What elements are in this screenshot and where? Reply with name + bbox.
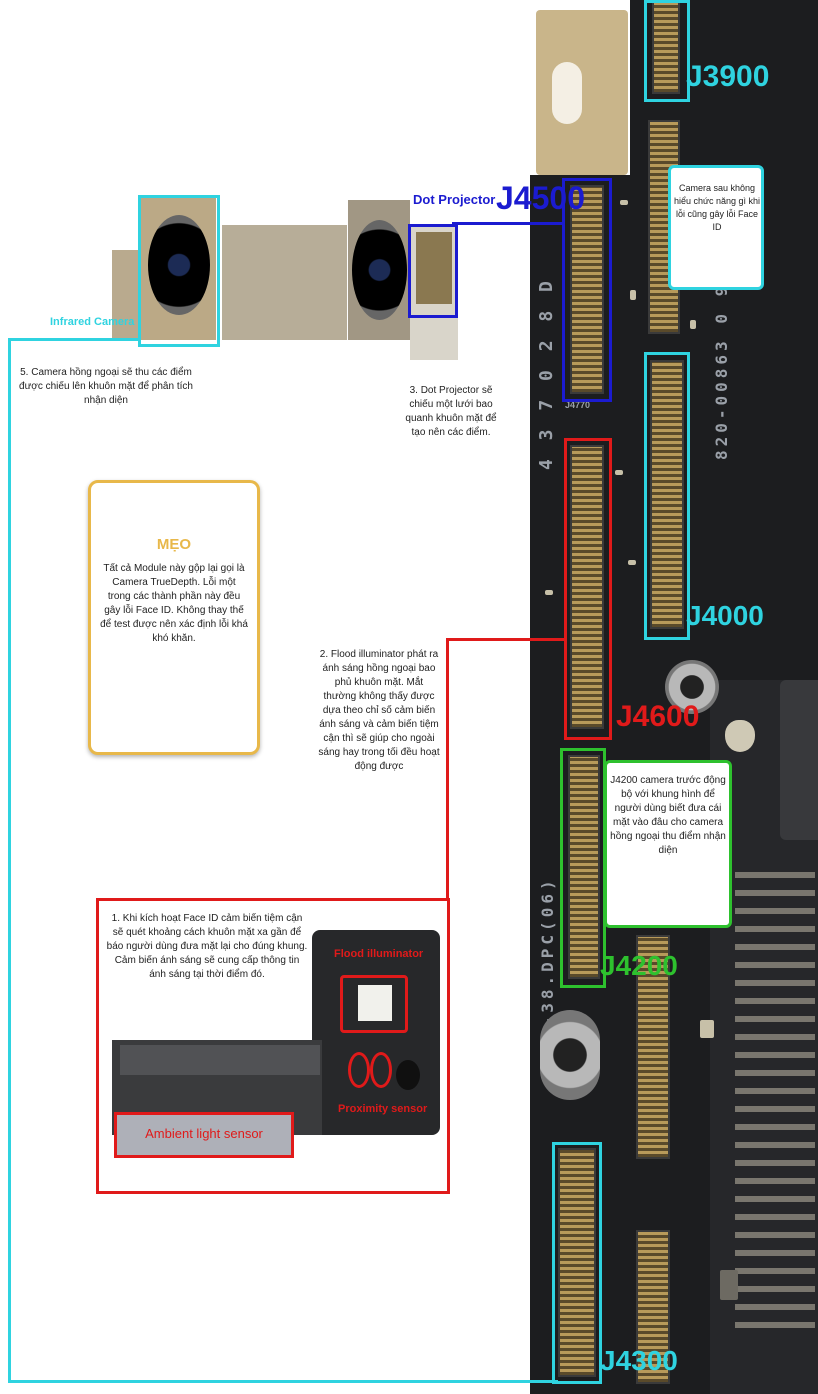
infrared-note: 5. Camera hồng ngoại sẽ thu các điểm đượ… xyxy=(19,367,193,406)
connector-j4500 xyxy=(570,185,604,394)
j4000-highlight xyxy=(644,352,690,640)
connector-extra xyxy=(636,935,670,1159)
label-j4300: J4300 xyxy=(600,1345,678,1376)
dot-projector-lens xyxy=(352,220,407,320)
smd-component xyxy=(630,290,636,300)
sensor-flex-highlight xyxy=(120,1045,320,1075)
flex-plate-left xyxy=(112,250,142,340)
flood-illuminator-note: 2. Flood illuminator phát ra ánh sáng hồ… xyxy=(318,649,440,772)
tip-body: Tất cả Module này gộp lại gọi là Camera … xyxy=(100,563,248,644)
proximity-lens xyxy=(396,1060,420,1090)
dot-projector-note: 3. Dot Projector sẽ chiếu một lưới bao q… xyxy=(405,385,497,438)
infrared-leader-bottom xyxy=(8,1380,558,1383)
silkscreen-main: 4 3 7 0 2 8 D xyxy=(536,277,557,470)
dot-projector-leader xyxy=(452,222,564,225)
label-j3900: J3900 xyxy=(686,60,770,93)
dot-projector-highlight xyxy=(408,224,458,318)
label-ambient-light-sensor: Ambient light sensor xyxy=(145,1126,263,1141)
rear-camera-note-box xyxy=(668,165,764,290)
proximity-ring-right xyxy=(370,1052,392,1088)
smd-component xyxy=(628,560,636,565)
dot-projector-emitter xyxy=(416,232,452,304)
apple-logo-icon xyxy=(725,720,755,752)
label-infrared-camera: Infrared Camera xyxy=(50,316,135,328)
shield-plate xyxy=(780,680,818,840)
rear-camera-note: Camera sau không hiểu chức năng gì khi l… xyxy=(673,183,761,232)
infrared-leader-left xyxy=(8,338,11,1383)
connector-j4000 xyxy=(650,360,684,629)
infrared-camera-lens xyxy=(148,215,210,315)
connector-extra-2 xyxy=(636,1230,670,1384)
tip-box xyxy=(88,480,260,755)
face-id-note: 1. Khi kích hoạt Face ID cảm biến tiệm c… xyxy=(106,913,308,980)
connector-j3900 xyxy=(652,0,680,94)
j4200-note-box xyxy=(604,760,732,928)
label-j4600: J4600 xyxy=(616,700,700,733)
j4200-note: J4200 camera trước động bộ với khung hìn… xyxy=(610,775,726,856)
bracket-center xyxy=(222,225,347,340)
j4300-highlight xyxy=(552,1142,602,1384)
flood-leader-h xyxy=(446,638,566,641)
ambient-light-sensor-box xyxy=(114,1112,294,1158)
infrared-leader-top xyxy=(8,338,138,341)
smd-component xyxy=(720,1270,738,1300)
metal-bracket xyxy=(536,10,628,175)
j4600-highlight xyxy=(564,438,612,740)
label-j4000: J4000 xyxy=(686,600,764,631)
infrared-camera-highlight xyxy=(138,195,220,347)
label-dot-projector: Dot Projector xyxy=(413,192,496,207)
j3900-highlight xyxy=(644,0,690,102)
component-grid xyxy=(735,860,815,1340)
mounting-hole-bottom xyxy=(540,1010,600,1100)
smd-component xyxy=(700,1020,714,1038)
smd-component xyxy=(615,470,623,475)
label-flood-illuminator: Flood illuminator xyxy=(334,948,424,960)
j4500-highlight xyxy=(562,178,612,402)
face-id-box xyxy=(96,898,450,1194)
smd-component xyxy=(690,320,696,329)
smd-component xyxy=(545,590,553,595)
tip-title: MẸO xyxy=(156,536,192,553)
flood-illuminator-highlight xyxy=(340,975,408,1033)
smd-component xyxy=(620,200,628,205)
label-j4200: J4200 xyxy=(600,950,678,981)
silkscreen-small: J4770 xyxy=(565,400,591,410)
connector-j4300 xyxy=(558,1148,596,1377)
proximity-ring-left xyxy=(348,1052,370,1088)
mounting-hole-top xyxy=(665,660,719,714)
connector-j4200 xyxy=(568,755,600,979)
label-j4500: J4500 xyxy=(496,180,585,216)
bracket-hole xyxy=(552,62,582,124)
connector-j4600 xyxy=(570,445,604,729)
flood-leader-v xyxy=(446,638,449,898)
flood-illuminator-chip xyxy=(358,985,392,1021)
silkscreen-bottom: E-38.DPC(06) xyxy=(538,876,557,1040)
label-proximity-sensor: Proximity sensor xyxy=(338,1103,428,1115)
